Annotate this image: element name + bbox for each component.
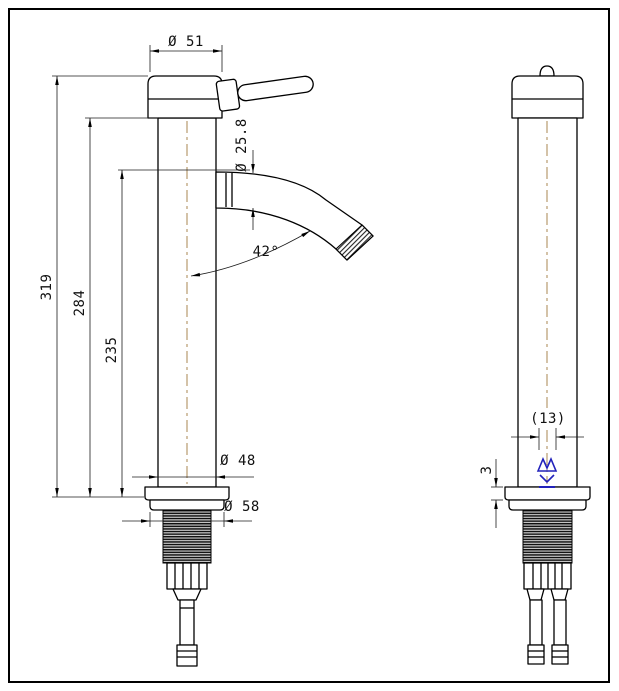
- side-supply-hoses: [527, 599, 569, 665]
- dimensions-front: Ø 51 Ø 25.8 319 284 235 42°: [39, 34, 311, 527]
- front-view: [144, 75, 374, 667]
- threaded-shank: [162, 509, 212, 564]
- dim-height-spout: 235: [104, 169, 250, 497]
- side-hose-taper: [550, 588, 569, 601]
- mounting-plate: [144, 486, 230, 501]
- dim-label-height-spout: 235: [104, 337, 120, 364]
- side-faucet-body: [517, 117, 578, 488]
- top-cap: [147, 75, 223, 119]
- hose-nut: [166, 562, 208, 590]
- aerator-hatch: [335, 224, 374, 261]
- dimensions-side: (13) 3: [479, 411, 584, 528]
- side-hose-taper: [526, 588, 545, 601]
- side-handle-knob: [539, 65, 555, 77]
- dim-label-body-diameter: Ø 48: [220, 453, 256, 469]
- dim-label-base-diameter: Ø 58: [224, 499, 260, 515]
- dim-height-total: 319: [39, 75, 148, 498]
- dim-spout-angle: 42°: [190, 230, 311, 277]
- dim-top-diameter: Ø 51: [149, 34, 223, 72]
- dim-label-side-offset: (13): [530, 411, 566, 427]
- dim-plate-thickness: 3: [479, 459, 503, 528]
- dim-height-body: 284: [72, 117, 158, 497]
- side-threaded-shank: [522, 509, 573, 564]
- hose-taper: [172, 588, 202, 601]
- dim-label-spout-angle: 42°: [253, 244, 280, 260]
- dim-side-offset: (13): [511, 411, 584, 450]
- dim-body-diameter: Ø 48: [132, 453, 256, 479]
- supply-hose: [176, 599, 198, 667]
- side-mounting-plate: [504, 486, 591, 501]
- dim-label-height-total: 319: [39, 274, 55, 301]
- dim-label-plate-thickness: 3: [479, 466, 495, 475]
- watermark-logo: [536, 456, 558, 488]
- logo-chevron-icon: [539, 474, 555, 484]
- side-hose-nuts: [523, 562, 572, 590]
- dim-base-diameter: Ø 58: [122, 499, 260, 527]
- dim-label-height-body: 284: [72, 290, 88, 317]
- side-mounting-plate-lip: [508, 499, 587, 511]
- logo-crown-icon: [536, 456, 558, 472]
- side-top-cap: [511, 75, 584, 119]
- side-view: [504, 65, 591, 665]
- handle-lever: [215, 75, 314, 112]
- dim-label-spout-diameter: Ø 25.8: [234, 118, 250, 172]
- mounting-plate-lip: [149, 499, 225, 511]
- drawing-border: [8, 8, 610, 683]
- dim-spout-diameter: Ø 25.8: [234, 118, 255, 230]
- dim-label-top-diameter: Ø 51: [168, 34, 204, 50]
